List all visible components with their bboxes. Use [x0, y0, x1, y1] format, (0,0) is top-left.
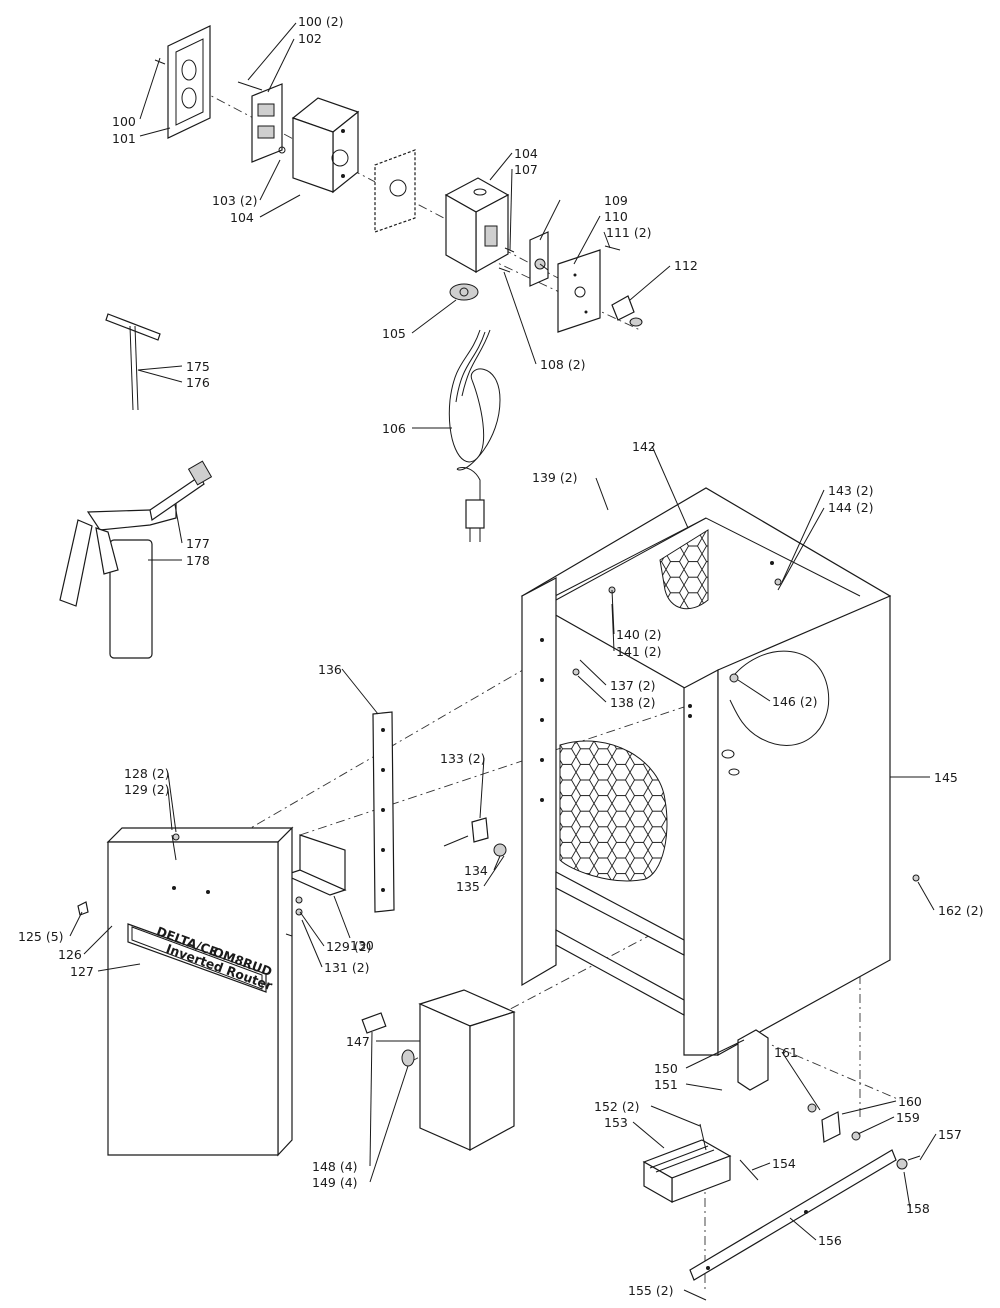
hinge-strip [372, 711, 395, 913]
callout-106: 106 [382, 421, 406, 436]
callout-125: 125 (5) [18, 929, 64, 944]
callout-100a: 100 (2) [298, 14, 344, 29]
callout-104a: 104 [230, 210, 254, 225]
callout-159: 159 [896, 1110, 920, 1125]
callout-177: 177 [186, 536, 210, 551]
callout-155: 155 (2) [628, 1283, 674, 1298]
callout-154: 154 [772, 1156, 796, 1171]
callout-153: 153 [604, 1115, 628, 1130]
switch-box [444, 177, 510, 274]
switch-plate [557, 249, 601, 333]
receptacle [237, 81, 286, 163]
callout-178: 178 [186, 553, 210, 568]
callout-129a: 129 (2) [124, 782, 170, 797]
callout-134: 134 [464, 863, 488, 878]
callout-136: 136 [318, 662, 342, 677]
callout-143: 143 (2) [828, 483, 874, 498]
callout-149: 149 (4) [312, 1175, 358, 1190]
toggle-switch [529, 231, 549, 287]
callout-157: 157 [938, 1127, 962, 1142]
callout-146: 146 (2) [772, 694, 818, 709]
gasket-plate [374, 149, 416, 233]
outlet-box-front [291, 97, 360, 194]
chute-bolt [361, 1012, 415, 1067]
callout-156: 156 [818, 1233, 842, 1248]
callout-111: 111 (2) [606, 225, 652, 240]
callout-127: 127 [70, 964, 94, 979]
power-cord [448, 329, 501, 542]
callout-129b: 129 (2) [326, 939, 372, 954]
callout-150: 150 [654, 1061, 678, 1076]
callout-126: 126 [58, 947, 82, 962]
callout-107: 107 [514, 162, 538, 177]
cabinet-door [106, 826, 294, 1157]
callout-103: 103 (2) [212, 193, 258, 208]
callout-101: 101 [112, 131, 136, 146]
callout-109: 109 [604, 193, 628, 208]
callout-176: 176 [186, 375, 210, 390]
door-screws [77, 833, 303, 916]
callout-100: 100 [112, 114, 136, 129]
cover-and-nut [604, 245, 643, 327]
callout-102: 102 [298, 31, 322, 46]
callout-140: 140 (2) [616, 627, 662, 642]
callout-148: 148 (4) [312, 1159, 358, 1174]
switch-screws [498, 247, 515, 273]
foot-pedal [642, 874, 921, 1281]
callout-137: 137 (2) [610, 678, 656, 693]
callout-152: 152 (2) [594, 1099, 640, 1114]
door-bracket [283, 834, 347, 896]
door-catch [443, 817, 507, 857]
leader-lines [69, 22, 937, 1301]
callout-151: 151 [654, 1077, 678, 1092]
callout-175: 175 [186, 359, 210, 374]
callout-160: 160 [898, 1094, 922, 1109]
callout-162: 162 (2) [938, 903, 984, 918]
callout-135: 135 [456, 879, 480, 894]
callout-144: 144 (2) [828, 500, 874, 515]
callout-158: 158 [906, 1201, 930, 1216]
t-wrench [105, 313, 161, 411]
cord-clamp [449, 283, 479, 301]
callout-145: 145 [934, 770, 958, 785]
callout-labels: 100 (2) 102 100 101 103 (2) 104 104 107 … [18, 14, 984, 1298]
callout-138: 138 (2) [610, 695, 656, 710]
callout-141: 141 (2) [616, 644, 662, 659]
dust-chute [418, 989, 516, 1152]
callout-105: 105 [382, 326, 406, 341]
callout-133: 133 (2) [440, 751, 486, 766]
callout-112: 112 [674, 258, 698, 273]
callout-147: 147 [346, 1034, 370, 1049]
callout-142: 142 [632, 439, 656, 454]
callout-139: 139 (2) [532, 470, 578, 485]
callout-130: 130 [350, 938, 374, 953]
callout-110: 110 [604, 209, 628, 224]
callout-161: 161 [774, 1045, 798, 1060]
grease-gun [59, 460, 213, 659]
callout-108: 108 (2) [540, 357, 586, 372]
callout-131: 131 (2) [324, 960, 370, 975]
callout-104b: 104 [514, 146, 538, 161]
receptacle-cover-plate [154, 25, 211, 139]
cabinet [520, 487, 892, 1057]
callout-128: 128 (2) [124, 766, 170, 781]
